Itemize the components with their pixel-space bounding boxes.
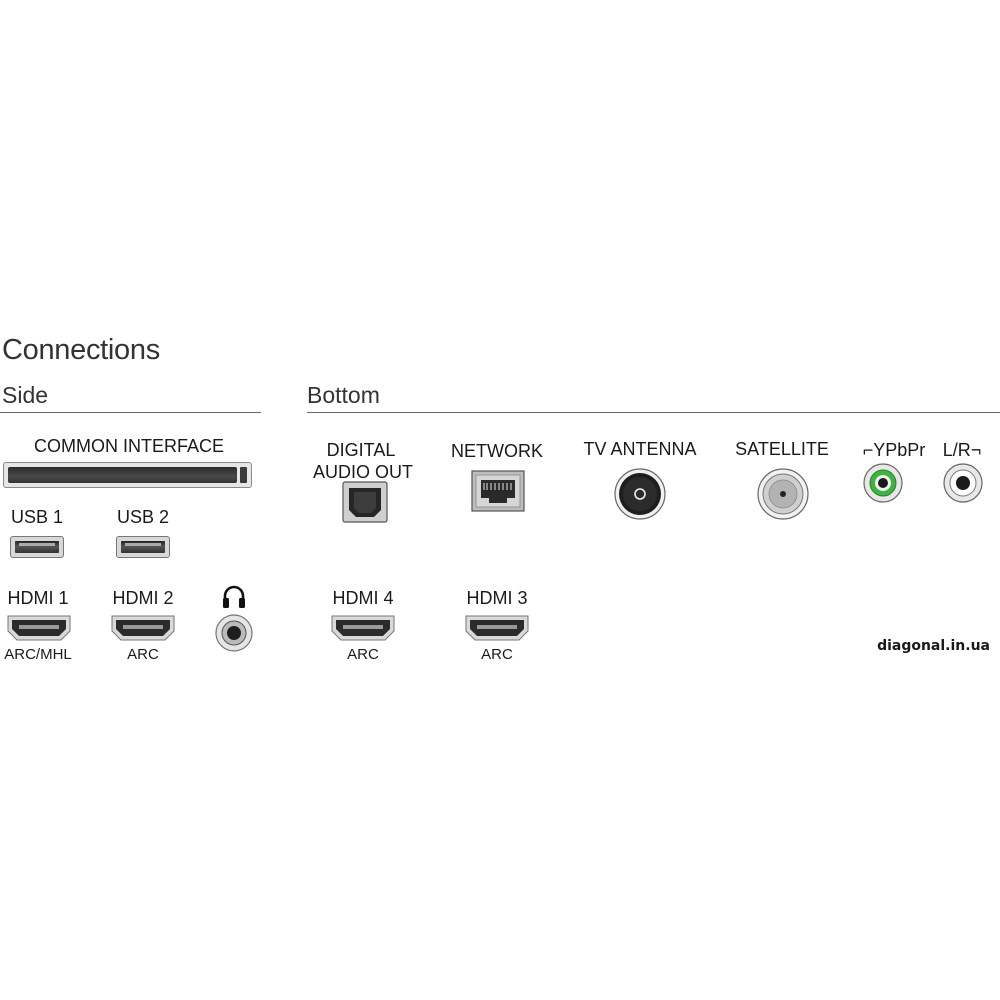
lr-audio-jack [943,463,983,503]
tv-antenna-label: TV ANTENNA [583,439,697,459]
watermark: diagonal.in.ua [877,638,990,654]
common-interface-slot [3,462,252,488]
optical-audio-port [342,481,388,523]
common-interface-label: COMMON INTERFACE [33,436,225,456]
section-bottom-title: Bottom [307,382,380,408]
headphones-icon [223,585,245,608]
hdmi-4-label: HDMI 4 [332,588,394,608]
digital-audio-out-label-line1: DIGITAL [326,440,396,460]
lr-audio-label: L/R¬ [942,440,982,460]
ethernet-port [471,470,525,512]
headphone-jack [215,614,253,652]
side-divider [0,412,261,413]
digital-audio-out-label-line2: AUDIO OUT [312,462,414,482]
hdmi-1-label: HDMI 1 [7,588,69,608]
hdmi-2-port [111,615,175,641]
hdmi-1-sub: ARC/MHL [4,646,72,663]
hdmi-2-label: HDMI 2 [112,588,174,608]
satellite-label: SATELLITE [735,439,829,459]
ypbpr-label: ⌐YPbPr [862,440,926,460]
section-side-title: Side [2,382,49,408]
page-title: Connections [2,334,160,366]
hdmi-3-sub: ARC [481,646,513,663]
network-label: NETWORK [451,441,543,461]
bottom-divider [307,412,1000,413]
hdmi-1-port [7,615,71,641]
hdmi-4-sub: ARC [347,646,379,663]
usb-2-label: USB 2 [116,507,170,527]
usb-2-port [116,536,170,558]
hdmi-4-port [331,615,395,641]
usb-1-label: USB 1 [10,507,64,527]
hdmi-3-port [465,615,529,641]
ypbpr-jack [863,463,903,503]
tv-antenna-port [614,468,666,520]
satellite-port [757,468,809,520]
hdmi-3-label: HDMI 3 [466,588,528,608]
hdmi-2-sub: ARC [127,646,159,663]
usb-1-port [10,536,64,558]
